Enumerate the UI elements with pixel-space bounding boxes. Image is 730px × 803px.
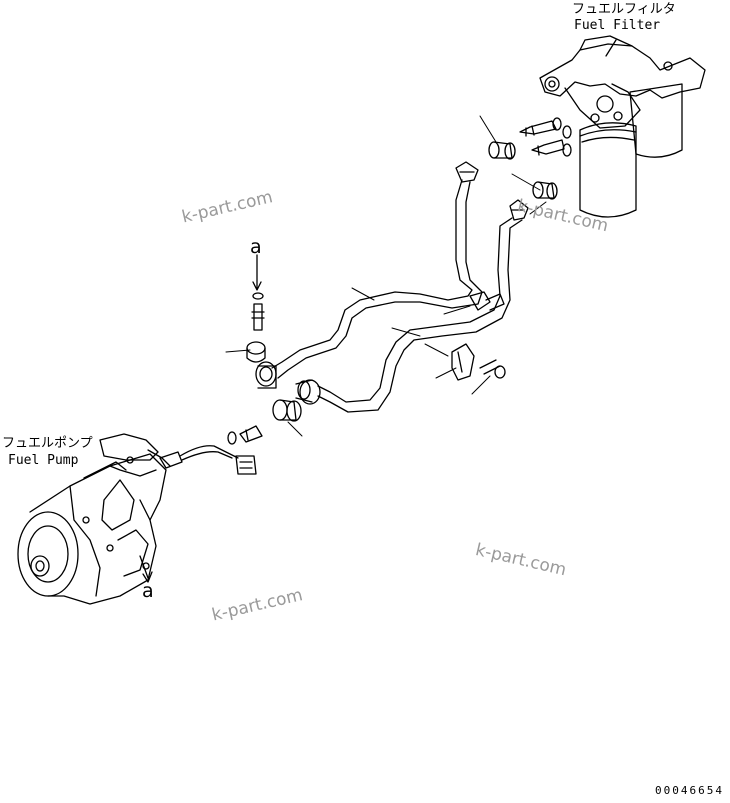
sleeve-mid-right bbox=[532, 181, 558, 200]
reference-a-bottom: a bbox=[142, 580, 154, 602]
pump-fitting bbox=[227, 425, 263, 445]
reference-a-top: a bbox=[250, 236, 262, 258]
part-number: 00046654 bbox=[655, 784, 724, 797]
sleeve-upper-right bbox=[488, 141, 516, 160]
fuel-filter-label-en: Fuel Filter bbox=[574, 18, 661, 33]
fuel-hose-lower bbox=[317, 199, 529, 413]
fuel-pump-label-en: Fuel Pump bbox=[8, 453, 79, 468]
hose-bracket bbox=[451, 343, 475, 381]
hose-end-nut bbox=[295, 379, 321, 405]
sleeve-pump bbox=[272, 399, 302, 422]
elbow-fitting bbox=[255, 361, 277, 389]
mounting-bolt bbox=[479, 359, 506, 379]
leader-lines bbox=[225, 115, 547, 437]
fuel-filter bbox=[519, 35, 706, 218]
fuel-filter-label-jp: フュエルフィルタ bbox=[572, 2, 676, 17]
filter-fitting-lower bbox=[531, 139, 572, 157]
fuel-hose-upper bbox=[271, 161, 483, 379]
fuel-pump-label-jp: フュエルポンプ bbox=[2, 436, 93, 451]
connector-a-fitting bbox=[251, 254, 265, 331]
filter-fitting-upper bbox=[519, 117, 572, 139]
fuel-pump bbox=[17, 433, 257, 605]
sleeve-left bbox=[246, 341, 266, 363]
